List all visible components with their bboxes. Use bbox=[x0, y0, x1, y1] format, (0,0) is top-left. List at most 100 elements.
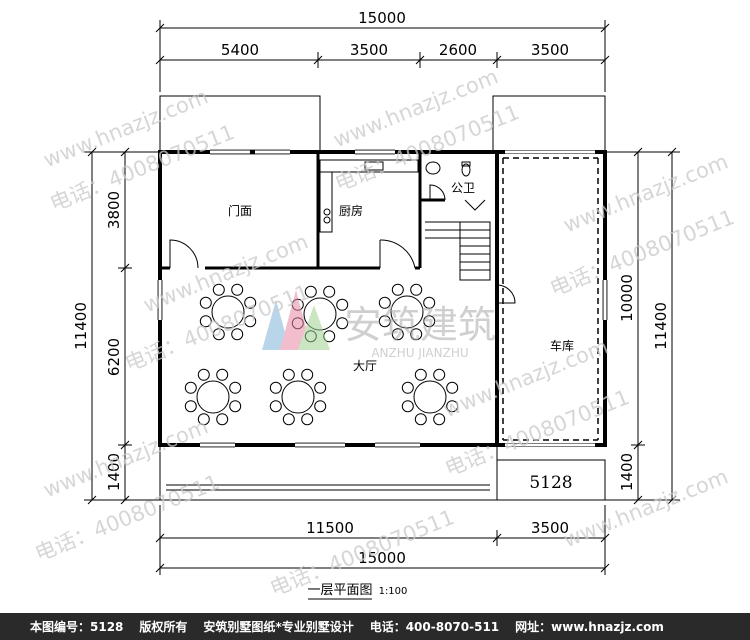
roof-projection-right bbox=[492, 95, 606, 153]
dim-bottom-seg-2: 3500 bbox=[531, 519, 569, 537]
chair bbox=[433, 413, 446, 426]
room-label-garage: 车库 bbox=[550, 338, 574, 353]
chair bbox=[304, 285, 317, 298]
chair bbox=[446, 400, 459, 413]
room-label-shop-front: 门面 bbox=[228, 203, 252, 218]
chair bbox=[433, 368, 446, 381]
top-dimensions bbox=[155, 20, 610, 92]
chair bbox=[282, 368, 295, 381]
chair bbox=[314, 400, 327, 413]
drawing-title: 一层平面图 bbox=[307, 583, 372, 598]
floor-plan: 15000 5400 3500 2600 3500 11400 3800 620… bbox=[72, 9, 680, 600]
chair bbox=[229, 400, 242, 413]
chair bbox=[269, 381, 282, 394]
chair bbox=[391, 328, 404, 341]
room-label-hall: 大厅 bbox=[353, 359, 377, 373]
chair bbox=[231, 328, 244, 341]
brand-logo: 安筑建筑 ANZHU JIANZHU bbox=[262, 290, 496, 360]
chair bbox=[282, 413, 295, 426]
chair bbox=[423, 296, 436, 309]
dim-bottom-total: 15000 bbox=[358, 549, 406, 567]
roof-projection-left bbox=[159, 95, 321, 153]
dim-left-total: 11400 bbox=[72, 302, 90, 350]
chair bbox=[423, 315, 436, 328]
chair bbox=[414, 413, 427, 426]
chair bbox=[410, 328, 423, 341]
chair bbox=[414, 368, 427, 381]
chair bbox=[401, 400, 414, 413]
dim-top-seg-4: 3500 bbox=[531, 41, 569, 59]
chair bbox=[410, 283, 423, 296]
doors bbox=[169, 184, 516, 304]
table-top bbox=[196, 380, 230, 414]
kitchen-fixtures bbox=[319, 159, 419, 233]
dim-top-seg-3: 2600 bbox=[439, 41, 477, 59]
dim-top-seg-1: 5400 bbox=[221, 41, 259, 59]
table-top bbox=[413, 380, 447, 414]
dim-bottom-seg-1: 11500 bbox=[306, 519, 354, 537]
chair bbox=[378, 296, 391, 309]
chair bbox=[212, 328, 225, 341]
table-top bbox=[281, 380, 315, 414]
dim-top-total: 15000 bbox=[358, 9, 406, 27]
garage-door bbox=[502, 157, 599, 441]
chair bbox=[199, 315, 212, 328]
chair bbox=[391, 283, 404, 296]
interior-walls bbox=[160, 152, 445, 270]
chair bbox=[401, 381, 414, 394]
footer-copyright: 版权所有 bbox=[139, 620, 188, 634]
chair bbox=[197, 368, 210, 381]
chair bbox=[197, 413, 210, 426]
bottom-dimensions bbox=[155, 505, 610, 575]
chair bbox=[231, 283, 244, 296]
right-dimensions bbox=[605, 147, 680, 505]
chair bbox=[301, 368, 314, 381]
porch bbox=[159, 444, 498, 501]
chair bbox=[229, 381, 242, 394]
dining-table bbox=[269, 368, 327, 426]
dim-left-seg-2: 6200 bbox=[105, 338, 123, 376]
windows bbox=[158, 150, 607, 447]
drawing-scale: 1:100 bbox=[379, 586, 408, 597]
chair bbox=[199, 296, 212, 309]
dining-table bbox=[199, 283, 257, 341]
dining-table bbox=[378, 283, 436, 341]
room-label-toilet: 公卫 bbox=[451, 181, 475, 195]
logo-pinyin: ANZHU JIANZHU bbox=[371, 346, 468, 360]
footer-site: 网址：www.hnazjz.com bbox=[515, 620, 664, 634]
chair bbox=[378, 315, 391, 328]
chair bbox=[212, 283, 225, 296]
chair bbox=[269, 400, 282, 413]
chair bbox=[336, 298, 349, 311]
footer-bar: 本图编号：5128 版权所有 安筑别墅图纸*专业别墅设计 电话：400-8070… bbox=[0, 613, 750, 640]
table-top bbox=[390, 295, 424, 329]
stairs bbox=[425, 199, 491, 281]
dining-table bbox=[184, 368, 242, 426]
dining-table bbox=[401, 368, 459, 426]
chair bbox=[314, 381, 327, 394]
plan-number-box bbox=[496, 459, 606, 501]
chair bbox=[184, 400, 197, 413]
chair bbox=[244, 315, 257, 328]
chair bbox=[244, 296, 257, 309]
dim-left-seg-3: 1400 bbox=[105, 453, 123, 491]
chair bbox=[216, 368, 229, 381]
logo-name: 安筑建筑 bbox=[344, 303, 496, 347]
footer-phone: 电话：400-8070-511 bbox=[369, 620, 500, 634]
footer-brand: 安筑别墅图纸*专业别墅设计 bbox=[203, 620, 354, 634]
table-top bbox=[211, 295, 245, 329]
chair bbox=[184, 381, 197, 394]
dim-top-seg-2: 3500 bbox=[350, 41, 388, 59]
dim-right-total: 11400 bbox=[652, 302, 670, 350]
footer-plan-id: 本图编号：5128 bbox=[30, 620, 124, 634]
chair bbox=[301, 413, 314, 426]
room-label-kitchen: 厨房 bbox=[339, 203, 363, 218]
dim-left-seg-1: 3800 bbox=[105, 191, 123, 229]
chair bbox=[446, 381, 459, 394]
chair bbox=[323, 285, 336, 298]
chair bbox=[216, 413, 229, 426]
left-dimensions bbox=[84, 147, 160, 505]
chair bbox=[336, 317, 349, 330]
dim-right-seg-1: 10000 bbox=[618, 274, 636, 322]
plan-number: 5128 bbox=[529, 473, 572, 493]
